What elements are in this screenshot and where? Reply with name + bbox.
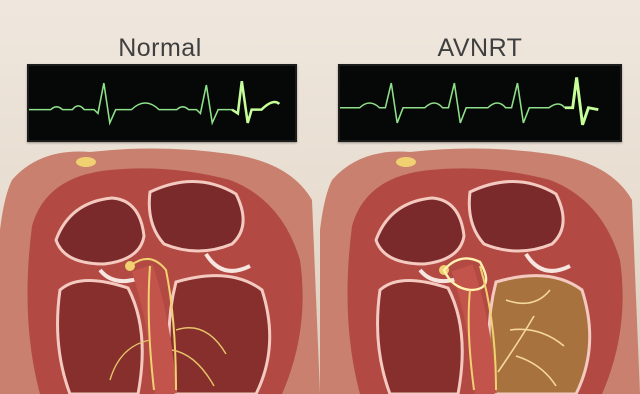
avnrt-ecg-monitor: [338, 64, 622, 142]
normal-panel: Normal: [0, 0, 320, 394]
avnrt-ecg-trace: [340, 66, 620, 140]
avnrt-heart-cross-section: [320, 140, 640, 394]
heart-illustration: [0, 140, 320, 394]
normal-ecg-monitor: [27, 64, 297, 142]
avnrt-label: AVNRT: [320, 34, 640, 63]
normal-heart-cross-section: [0, 140, 320, 394]
heart-illustration: [320, 140, 640, 394]
normal-ecg-trace: [29, 66, 295, 140]
avnrt-panel: AVNRT: [320, 0, 640, 394]
normal-label: Normal: [0, 34, 320, 63]
